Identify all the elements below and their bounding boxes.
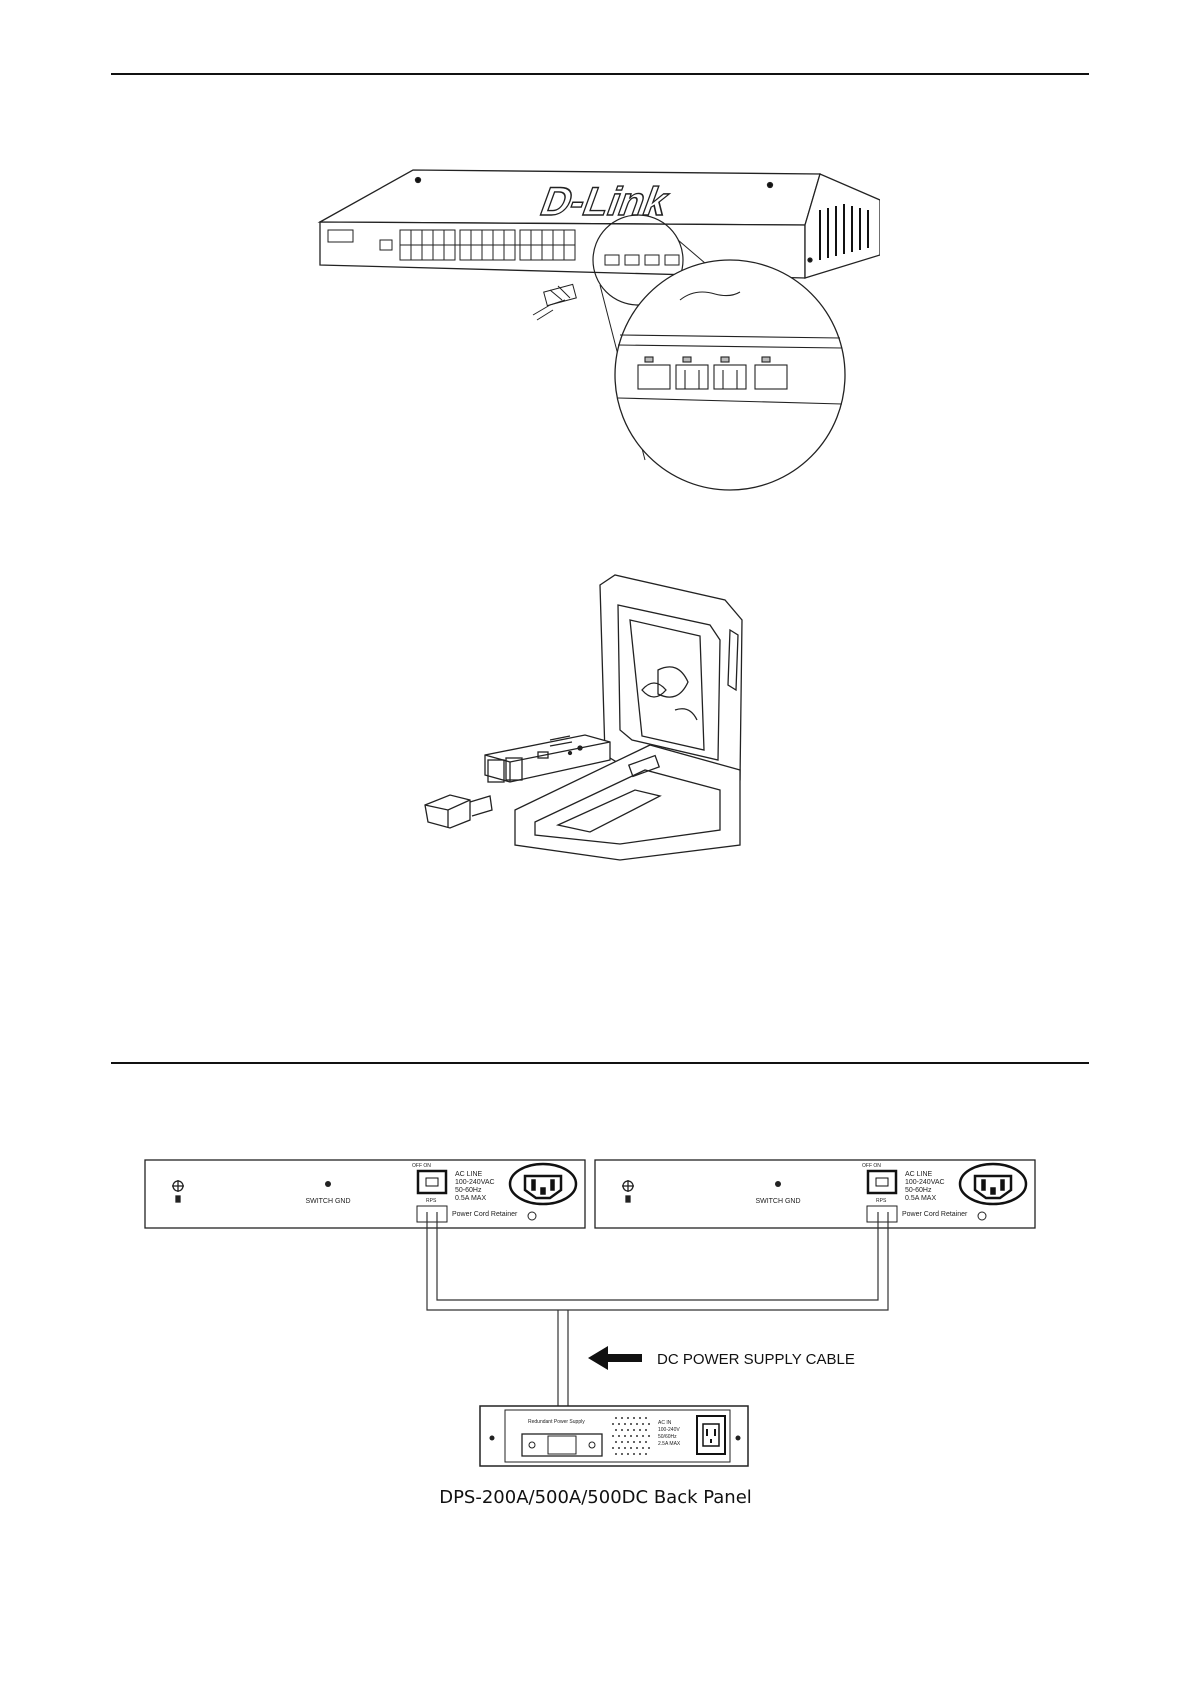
- switch-logo: D-Link: [535, 179, 676, 224]
- dc-power-supply-cable: [427, 1212, 888, 1428]
- sfp-module-packaging-illustration: [420, 570, 760, 870]
- switch-sfp-installation-illustration: D-Link: [300, 160, 880, 505]
- psu-top-label: Redundant Power Supply: [528, 1419, 585, 1425]
- right-switch-rear-panel: SWITCH GND OFF ON RPS AC LINE 100-240VAC…: [595, 1160, 1035, 1228]
- switch-gnd-screw: [325, 1181, 331, 1187]
- ac-inlet-icon: [960, 1164, 1026, 1204]
- sfp-module-with-fiber-cable: [533, 284, 576, 320]
- cable-label: DC POWER SUPPLY CABLE: [657, 1351, 855, 1368]
- psu-ac-line-1: AC IN: [658, 1420, 672, 1426]
- ac-line-line-2: 100-240VAC: [905, 1179, 945, 1186]
- ac-line-line-1: AC LINE: [905, 1171, 933, 1178]
- rps-port-label: RPS: [876, 1198, 887, 1204]
- power-switch-marks: OFF ON: [412, 1163, 431, 1169]
- ac-line-line-3: 50-60Hz: [455, 1187, 482, 1194]
- top-rule: [111, 73, 1089, 75]
- rps-port: [867, 1206, 897, 1222]
- rps-connection-diagram: SWITCH GND OFF ON RPS AC LINE 100-240VAC…: [130, 1150, 1050, 1520]
- rps-port-label: RPS: [426, 1198, 437, 1204]
- ac-line-line-3: 50-60Hz: [905, 1187, 932, 1194]
- psu-ac-inlet-icon: [697, 1416, 725, 1454]
- cable-direction-arrow-icon: [588, 1346, 642, 1370]
- switch-gnd-label: SWITCH GND: [305, 1198, 350, 1205]
- section-rule: [111, 1062, 1089, 1064]
- psu-ac-line-4: 2.5A MAX: [658, 1441, 681, 1447]
- power-cord-retainer-label: Power Cord Retainer: [902, 1211, 968, 1218]
- figure-caption: DPS-200A/500A/500DC Back Panel: [0, 1487, 1191, 1508]
- dust-plug: [425, 795, 492, 828]
- rps-port: [417, 1206, 447, 1222]
- power-cord-retainer-label: Power Cord Retainer: [452, 1211, 518, 1218]
- switch-gnd-label: SWITCH GND: [755, 1198, 800, 1205]
- ac-line-line-4: 0.5A MAX: [455, 1195, 486, 1202]
- ac-inlet-icon: [510, 1164, 576, 1204]
- rps-back-panel: Redundant Power Supply AC IN 100-240V 50…: [480, 1406, 748, 1466]
- ac-line-line-2: 100-240VAC: [455, 1179, 495, 1186]
- psu-ac-line-2: 100-240V: [658, 1427, 680, 1433]
- ac-line-line-4: 0.5A MAX: [905, 1195, 936, 1202]
- magnified-sfp-callout: [615, 260, 845, 490]
- left-switch-rear-panel: SWITCH GND OFF ON RPS AC LINE 100-240VAC…: [145, 1160, 585, 1228]
- switch-gnd-screw: [775, 1181, 781, 1187]
- power-switch-marks: OFF ON: [862, 1163, 881, 1169]
- psu-ac-line-3: 50/60Hz: [658, 1434, 677, 1440]
- ac-line-line-1: AC LINE: [455, 1171, 483, 1178]
